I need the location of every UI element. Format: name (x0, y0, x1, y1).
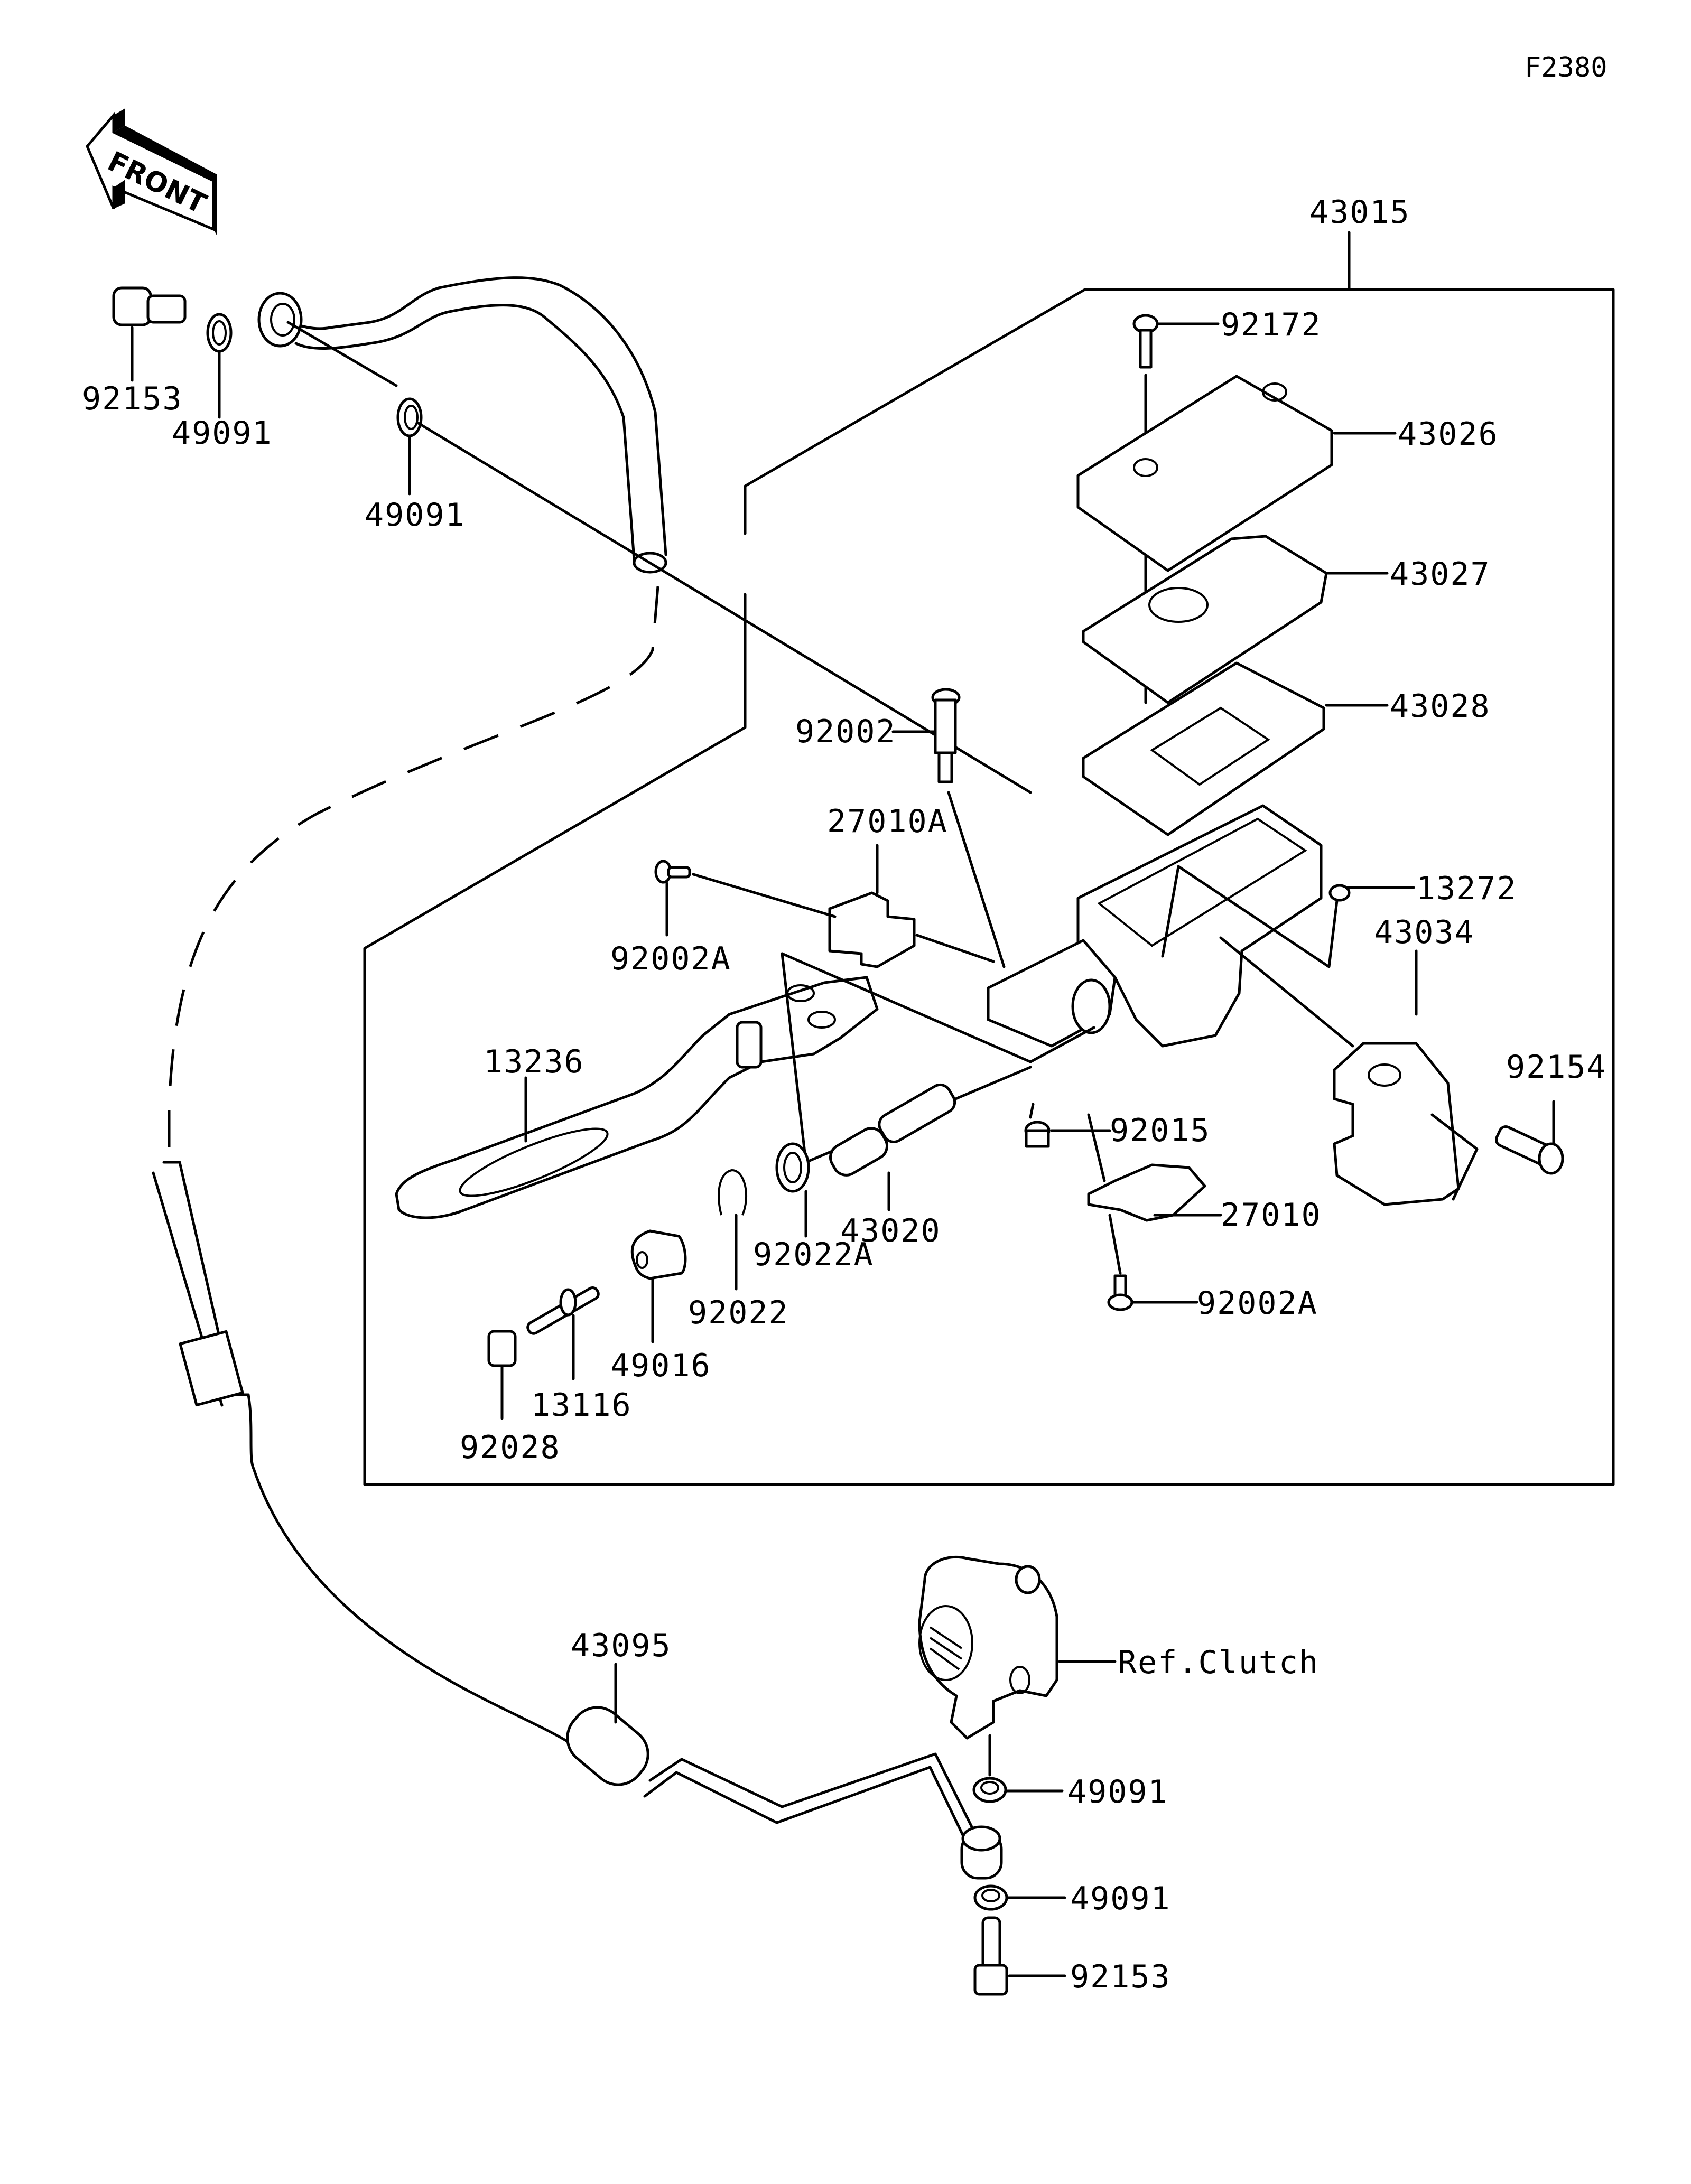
label-13236: 13236 (484, 1043, 584, 1080)
diaphragm-43028: 43028 (1082, 661, 1491, 836)
washer-bottom-a: 49091 (972, 1774, 1168, 1810)
clamp-bolt-92154: 92154 (1494, 1049, 1607, 1175)
label-43028: 43028 (1390, 688, 1491, 725)
label-92022: 92022 (688, 1294, 789, 1331)
washer-92022a: 92022A (753, 1142, 874, 1273)
label-92028: 92028 (460, 1429, 561, 1466)
washer-top-a: 49091 (172, 313, 273, 452)
circlip-92022: 92022 (688, 1169, 789, 1331)
label-43015: 43015 (1309, 194, 1410, 231)
label-92153-bottom: 92153 (1070, 1958, 1171, 1995)
push-rod-13116: 13116 (526, 1286, 632, 1424)
label-92022a: 92022A (753, 1236, 874, 1273)
label-49091-bottom-a: 49091 (1067, 1774, 1168, 1810)
label-43027: 43027 (1390, 556, 1491, 593)
boot-49016: 49016 (610, 1229, 711, 1384)
label-43034: 43034 (1374, 914, 1475, 951)
label-27010a: 27010A (827, 803, 948, 840)
master-cylinder-body (987, 804, 1354, 1048)
label-49091-top-a: 49091 (172, 415, 273, 452)
switch-27010a: 27010A (827, 803, 995, 968)
label-27010: 27010 (1221, 1197, 1322, 1234)
hose-banjo-top (257, 292, 398, 387)
pivot-bolt-92002: 92002 (795, 688, 1006, 968)
cap-92028: 92028 (460, 1330, 561, 1466)
hose-43095-label: 43095 (571, 1627, 672, 1724)
label-92002: 92002 (795, 713, 896, 750)
label-13116: 13116 (531, 1387, 632, 1424)
label-49091-top-b: 49091 (365, 497, 466, 534)
assembly-bracket-43015: 43015 (363, 194, 1615, 1486)
washer-top-b: 49091 (365, 397, 1032, 794)
banjo-bolt-top: 92153 (82, 286, 187, 417)
clamp-43034: 43034 (1333, 914, 1479, 1206)
grommet-13272: 13272 (1161, 865, 1517, 968)
nut-92015: 92015 (1024, 1103, 1211, 1149)
washer-bottom-b: 49091 (973, 1880, 1171, 1917)
label-92153-top: 92153 (82, 380, 183, 417)
label-92172: 92172 (1221, 306, 1322, 343)
screw-92002a-upper: 92002A (610, 860, 837, 977)
clutch-slave-ref: Ref.Clutch (918, 1555, 1319, 1777)
label-92002a-upper: 92002A (610, 940, 731, 977)
piston-43020: 43020 (829, 1083, 956, 1249)
label-43020: 43020 (840, 1212, 941, 1249)
label-43095: 43095 (571, 1627, 672, 1664)
label-43026: 43026 (1398, 416, 1499, 453)
banjo-bolt-bottom: 92153 (973, 1916, 1171, 1996)
label-49016: 49016 (610, 1347, 711, 1384)
diaphragm-plate-43027: 43027 (1082, 535, 1491, 704)
diagram-code: F2380 (1525, 52, 1608, 83)
switch-27010: 27010 (1087, 1113, 1322, 1275)
label-ref-clutch: Ref.Clutch (1118, 1644, 1319, 1681)
screw-92002a-lower: 92002A (1107, 1274, 1318, 1322)
lever-13236: 13236 (395, 952, 1095, 1219)
label-13272: 13272 (1416, 870, 1517, 907)
label-49091-bottom-b: 49091 (1070, 1880, 1171, 1917)
front-arrow-icon: FRONT (86, 108, 217, 235)
label-92154: 92154 (1506, 1049, 1607, 1086)
label-92015: 92015 (1110, 1112, 1211, 1149)
label-92002a-lower: 92002A (1197, 1285, 1318, 1322)
reservoir-cap-43026: 43026 (1076, 375, 1499, 572)
